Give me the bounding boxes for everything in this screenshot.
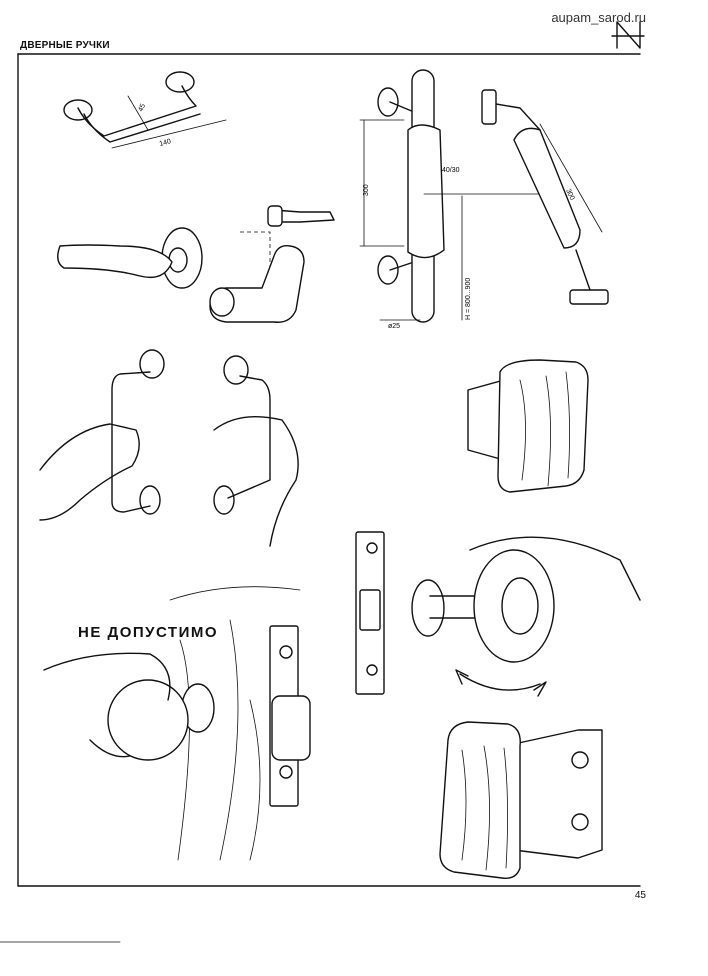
- round-knob-figure: [43, 586, 311, 861]
- bracket-block-handle-figure: [439, 721, 603, 879]
- page-frame: [0, 53, 641, 943]
- bar-diameter-dim: 40/30: [442, 167, 460, 174]
- section-title: ДВЕРНЫЕ РУЧКИ: [20, 40, 110, 51]
- pull-length-dim: 300: [564, 188, 575, 202]
- angled-pull-handle-figure: [481, 89, 609, 305]
- grip-length-dim: 140: [159, 138, 172, 148]
- publisher-logo: [611, 21, 645, 49]
- base-diameter-dim: ø25: [388, 323, 400, 330]
- latch-and-knob-figure: [355, 531, 641, 697]
- lever-handle-figure: [57, 227, 203, 289]
- wood-block-handle-figure: [467, 359, 589, 493]
- hand-grip-bar-figure: [39, 349, 165, 521]
- page-number: 45: [634, 890, 646, 901]
- vertical-bar-handle-figure: [359, 69, 561, 323]
- grip-height-dim: 45: [137, 103, 147, 113]
- not-allowed-label: НЕ ДОПУСТИМО: [78, 624, 219, 641]
- site-watermark: aupam_sarod.ru: [551, 10, 646, 25]
- key-and-lever-figure: [209, 205, 335, 323]
- handle-length-dim: 300: [363, 184, 370, 196]
- mount-height-dim: H = 800...900: [465, 278, 472, 320]
- hand-beside-handle-figure: [213, 355, 299, 547]
- grip-handle-figure: [63, 71, 227, 149]
